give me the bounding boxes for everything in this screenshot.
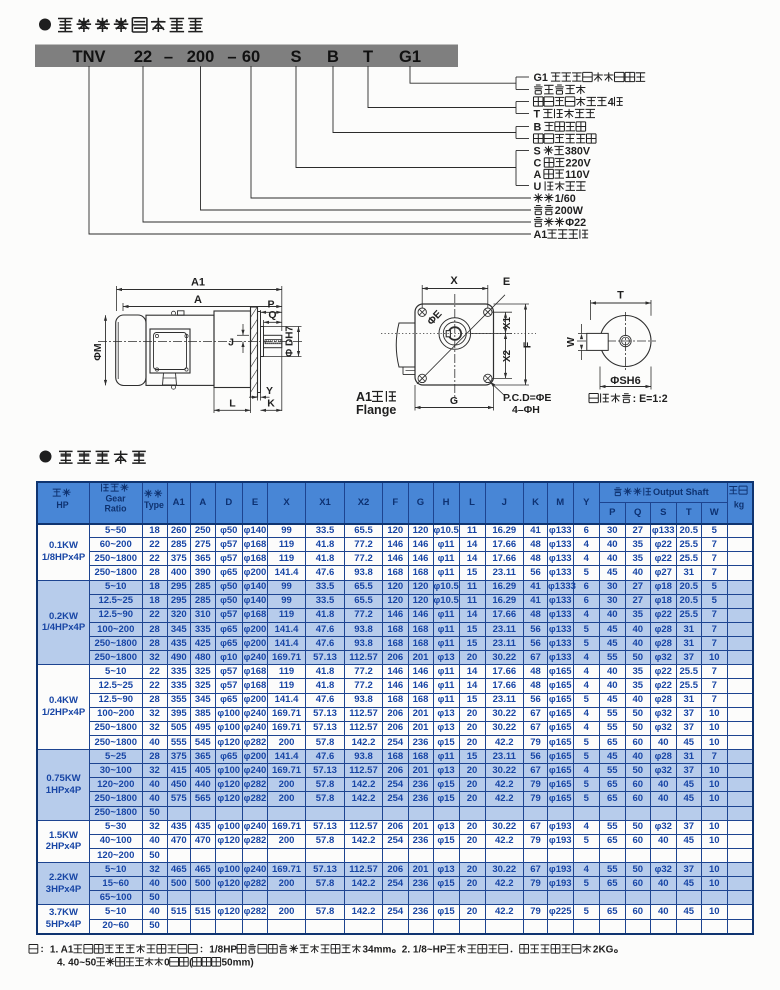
- svg-text:A: A: [534, 169, 542, 181]
- svg-text:50mm): 50mm): [222, 958, 254, 969]
- svg-text:4–ΦH: 4–ΦH: [512, 404, 540, 416]
- svg-text:Y: Y: [266, 385, 273, 397]
- svg-text:X2: X2: [502, 349, 513, 362]
- svg-text:: E=1:2: : E=1:2: [633, 393, 668, 405]
- svg-text:K: K: [267, 398, 275, 410]
- svg-text:2. 1/8~HP: 2. 1/8~HP: [402, 945, 447, 956]
- svg-text:Q: Q: [268, 309, 276, 321]
- svg-text:X: X: [450, 275, 458, 287]
- svg-text:A1: A1: [534, 229, 548, 241]
- svg-text:G1: G1: [399, 48, 421, 66]
- svg-text:ΦE: ΦE: [536, 392, 552, 404]
- svg-text:220V: 220V: [566, 158, 592, 170]
- svg-text:B: B: [534, 122, 542, 134]
- svg-text:Φ DH7: Φ DH7: [285, 326, 296, 357]
- svg-text:Φ22: Φ22: [565, 217, 586, 229]
- svg-text:1. A1: 1. A1: [50, 945, 74, 956]
- svg-text:F: F: [522, 341, 534, 348]
- svg-text:C: C: [534, 158, 542, 170]
- svg-text:S: S: [290, 48, 301, 66]
- svg-text:T: T: [534, 109, 541, 121]
- svg-text:–: –: [227, 48, 236, 66]
- svg-text:P.C.D=: P.C.D=: [503, 392, 536, 404]
- svg-text:ΦE: ΦE: [425, 308, 444, 328]
- svg-text:W: W: [565, 337, 577, 347]
- svg-text:U: U: [534, 181, 542, 193]
- svg-text:ΦSH6: ΦSH6: [610, 375, 640, 387]
- svg-text:(: (: [189, 958, 193, 969]
- svg-text:G: G: [450, 395, 458, 407]
- svg-text:1/8HP: 1/8HP: [209, 945, 237, 956]
- svg-text:L: L: [229, 398, 236, 410]
- svg-text:200: 200: [187, 48, 215, 66]
- svg-text:A: A: [194, 294, 202, 306]
- svg-text:60: 60: [242, 48, 260, 66]
- svg-text:ΦM: ΦM: [92, 343, 104, 361]
- svg-text:J: J: [228, 337, 234, 349]
- svg-text:4. 40~50: 4. 40~50: [57, 958, 97, 969]
- svg-text:22: 22: [134, 48, 152, 66]
- svg-text:–: –: [164, 48, 173, 66]
- svg-text:34mm: 34mm: [363, 945, 392, 956]
- svg-text:Flange: Flange: [356, 403, 396, 417]
- svg-text:X1: X1: [502, 316, 513, 329]
- svg-text:200W: 200W: [555, 205, 584, 217]
- svg-text:4: 4: [608, 97, 614, 109]
- svg-text:2KG: 2KG: [593, 945, 614, 956]
- svg-text:G1: G1: [534, 72, 548, 84]
- svg-text:T: T: [363, 48, 373, 66]
- svg-text:S: S: [534, 146, 541, 158]
- svg-text:P: P: [267, 299, 274, 311]
- svg-text:1/60: 1/60: [555, 193, 576, 205]
- svg-text:110V: 110V: [565, 169, 590, 181]
- svg-text:A1: A1: [191, 277, 205, 289]
- svg-text:B: B: [327, 48, 339, 66]
- svg-text:380V: 380V: [565, 146, 591, 158]
- svg-text:TNV: TNV: [73, 48, 106, 66]
- svg-text:E: E: [503, 276, 510, 288]
- svg-text:0: 0: [164, 958, 170, 969]
- svg-text:T: T: [617, 290, 624, 302]
- svg-text:A1: A1: [356, 390, 372, 404]
